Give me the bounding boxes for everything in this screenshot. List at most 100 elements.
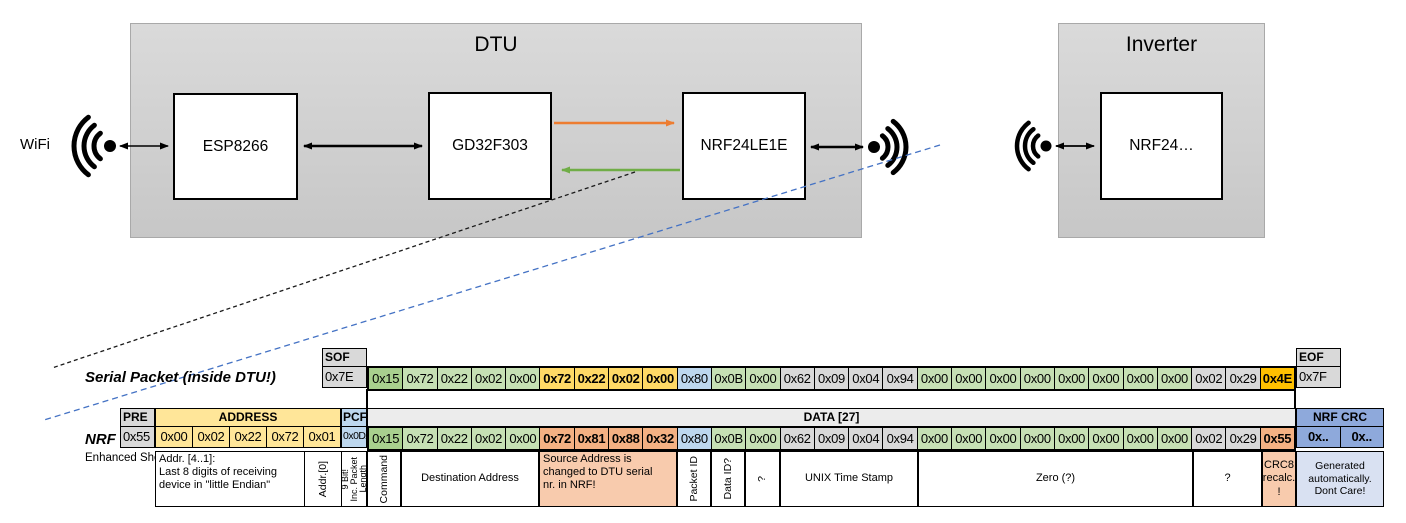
sof-value: 0x7E xyxy=(322,367,367,388)
field-annotation: ? xyxy=(1193,451,1262,507)
byte-cell: 0x29 xyxy=(1225,368,1260,389)
byte-cell: 0x00 xyxy=(745,368,780,389)
byte-cell: 0x02 xyxy=(470,428,506,449)
nrf24le1e-box: NRF24LE1E xyxy=(682,92,806,200)
address-header: ADDRESS xyxy=(155,408,341,427)
byte-cell: 0x00 xyxy=(505,428,540,449)
byte-cell: 0x29 xyxy=(1225,428,1260,449)
byte-cell: 0x81 xyxy=(573,428,609,449)
byte-cell: 0x22 xyxy=(436,368,471,389)
byte-cell: 0x00 xyxy=(1019,428,1054,449)
byte-cell: 0x04 xyxy=(848,368,883,389)
byte-cell: 0x00 xyxy=(1122,368,1157,389)
byte-cell: 0x72 xyxy=(402,428,437,449)
byte-cell: 0x04 xyxy=(848,428,883,449)
byte-cell: 0x00 xyxy=(1088,428,1123,449)
byte-cell: 0x55 xyxy=(1259,428,1295,449)
nrf-crc-group: NRF CRC 0x..0x.. xyxy=(1296,408,1384,448)
byte-cell: 0x00 xyxy=(916,368,952,389)
byte-cell: 0x22 xyxy=(230,427,267,448)
serial-packet-label: Serial Packet (inside DTU!) xyxy=(85,369,276,386)
byte-cell: 0x80 xyxy=(676,368,711,389)
byte-cell: 0x0B xyxy=(710,428,746,449)
field-annotation: Packet ID xyxy=(677,451,711,507)
byte-cell: 0x00 xyxy=(155,427,193,448)
byte-cell: 0x00 xyxy=(1122,428,1157,449)
wifi-label: WiFi xyxy=(20,136,50,153)
connector-right xyxy=(1294,389,1296,408)
pcf-annotation: 9 Bit! Inc. Packet Length xyxy=(341,451,367,507)
inverter-container: Inverter xyxy=(1058,23,1265,238)
byte-cell: 0x00 xyxy=(951,428,986,449)
byte-cell: 0x62 xyxy=(779,368,814,389)
field-annotation: Data ID? xyxy=(711,451,745,507)
data-section-header: DATA [27] xyxy=(367,408,1296,427)
byte-cell: 0x00 xyxy=(1088,368,1123,389)
field-annotation: ? xyxy=(745,451,780,507)
byte-cell: 0x0B xyxy=(710,368,746,389)
byte-cell: 0x72 xyxy=(539,428,574,449)
byte-cell: 0x15 xyxy=(369,368,403,389)
field-vertical-text: ? xyxy=(756,476,768,482)
byte-cell: 0x02 xyxy=(1191,428,1226,449)
byte-cell: 0x22 xyxy=(573,368,609,389)
wifi-icon-dtu-left xyxy=(71,114,116,178)
field-annotation: Zero (?) xyxy=(918,451,1193,507)
addr0-vertical-text: Addr.[0] xyxy=(316,460,329,498)
byte-cell: 0x00 xyxy=(1156,368,1192,389)
connector-left xyxy=(366,389,368,408)
field-vertical-text: Data ID? xyxy=(721,458,734,500)
field-annotation: Source Address is changed to DTU serial … xyxy=(539,451,677,507)
byte-cell: 0x01 xyxy=(304,427,341,448)
byte-cell: 0x72 xyxy=(539,368,574,389)
field-annotation: UNIX Time Stamp xyxy=(780,451,918,507)
pcf-column: PCF 0x0DA xyxy=(341,408,373,448)
dtu-title: DTU xyxy=(474,33,518,56)
byte-cell: 0x00 xyxy=(1053,428,1089,449)
nrf-crc-cells: 0x..0x.. xyxy=(1296,427,1384,448)
byte-cell: 0x.. xyxy=(1296,427,1341,448)
byte-cell: 0x09 xyxy=(813,428,849,449)
wifi-icon-inverter xyxy=(1014,120,1052,172)
address-annotation: Addr. [4..1]: Last 8 digits of receiving… xyxy=(155,451,305,507)
pcf-value: 0x0DA xyxy=(341,427,373,448)
byte-cell: 0x22 xyxy=(436,428,471,449)
pcf-vertical-text: 9 Bit! Inc. Packet Length xyxy=(341,456,367,502)
pcf-header: PCF xyxy=(341,408,367,427)
crc-annotation: Generated automatically. Dont Care! xyxy=(1296,451,1384,507)
byte-cell: 0x00 xyxy=(1019,368,1054,389)
byte-cell: 0x00 xyxy=(1156,428,1192,449)
byte-cell: 0x72 xyxy=(267,427,304,448)
byte-cell: 0x88 xyxy=(608,428,643,449)
byte-cell: 0x02 xyxy=(608,368,643,389)
byte-cell: 0x.. xyxy=(1340,427,1384,448)
byte-cell: 0x00 xyxy=(505,368,540,389)
field-annotation: Destination Address xyxy=(401,451,539,507)
byte-cell: 0x09 xyxy=(813,368,849,389)
field-vertical-text: Command xyxy=(377,454,390,504)
pre-header: PRE xyxy=(120,408,155,427)
byte-cell: 0x00 xyxy=(951,368,986,389)
byte-cell: 0x00 xyxy=(1053,368,1089,389)
esp8266-box: ESP8266 xyxy=(173,93,298,200)
byte-cell: 0x00 xyxy=(916,428,952,449)
sof-header: SOF xyxy=(322,348,367,367)
byte-cell: 0x02 xyxy=(193,427,230,448)
eof-column: EOF 0x7F xyxy=(1296,348,1341,388)
gd32f303-box: GD32F303 xyxy=(428,92,552,200)
field-vertical-text: Packet ID xyxy=(687,456,700,502)
nrf-crc-header: NRF CRC xyxy=(1296,408,1384,427)
byte-cell: 0x00 xyxy=(745,428,780,449)
eof-header: EOF xyxy=(1296,348,1341,367)
inverter-title: Inverter xyxy=(1125,33,1198,56)
addr0-annotation: Addr.[0] xyxy=(304,451,342,507)
byte-cell: 0x80 xyxy=(676,428,711,449)
sof-column: SOF 0x7E xyxy=(322,348,367,388)
byte-cell: 0x02 xyxy=(470,368,506,389)
byte-cell: 0x00 xyxy=(985,368,1020,389)
byte-cell: 0x62 xyxy=(779,428,814,449)
wifi-icon-dtu-right xyxy=(868,118,909,176)
